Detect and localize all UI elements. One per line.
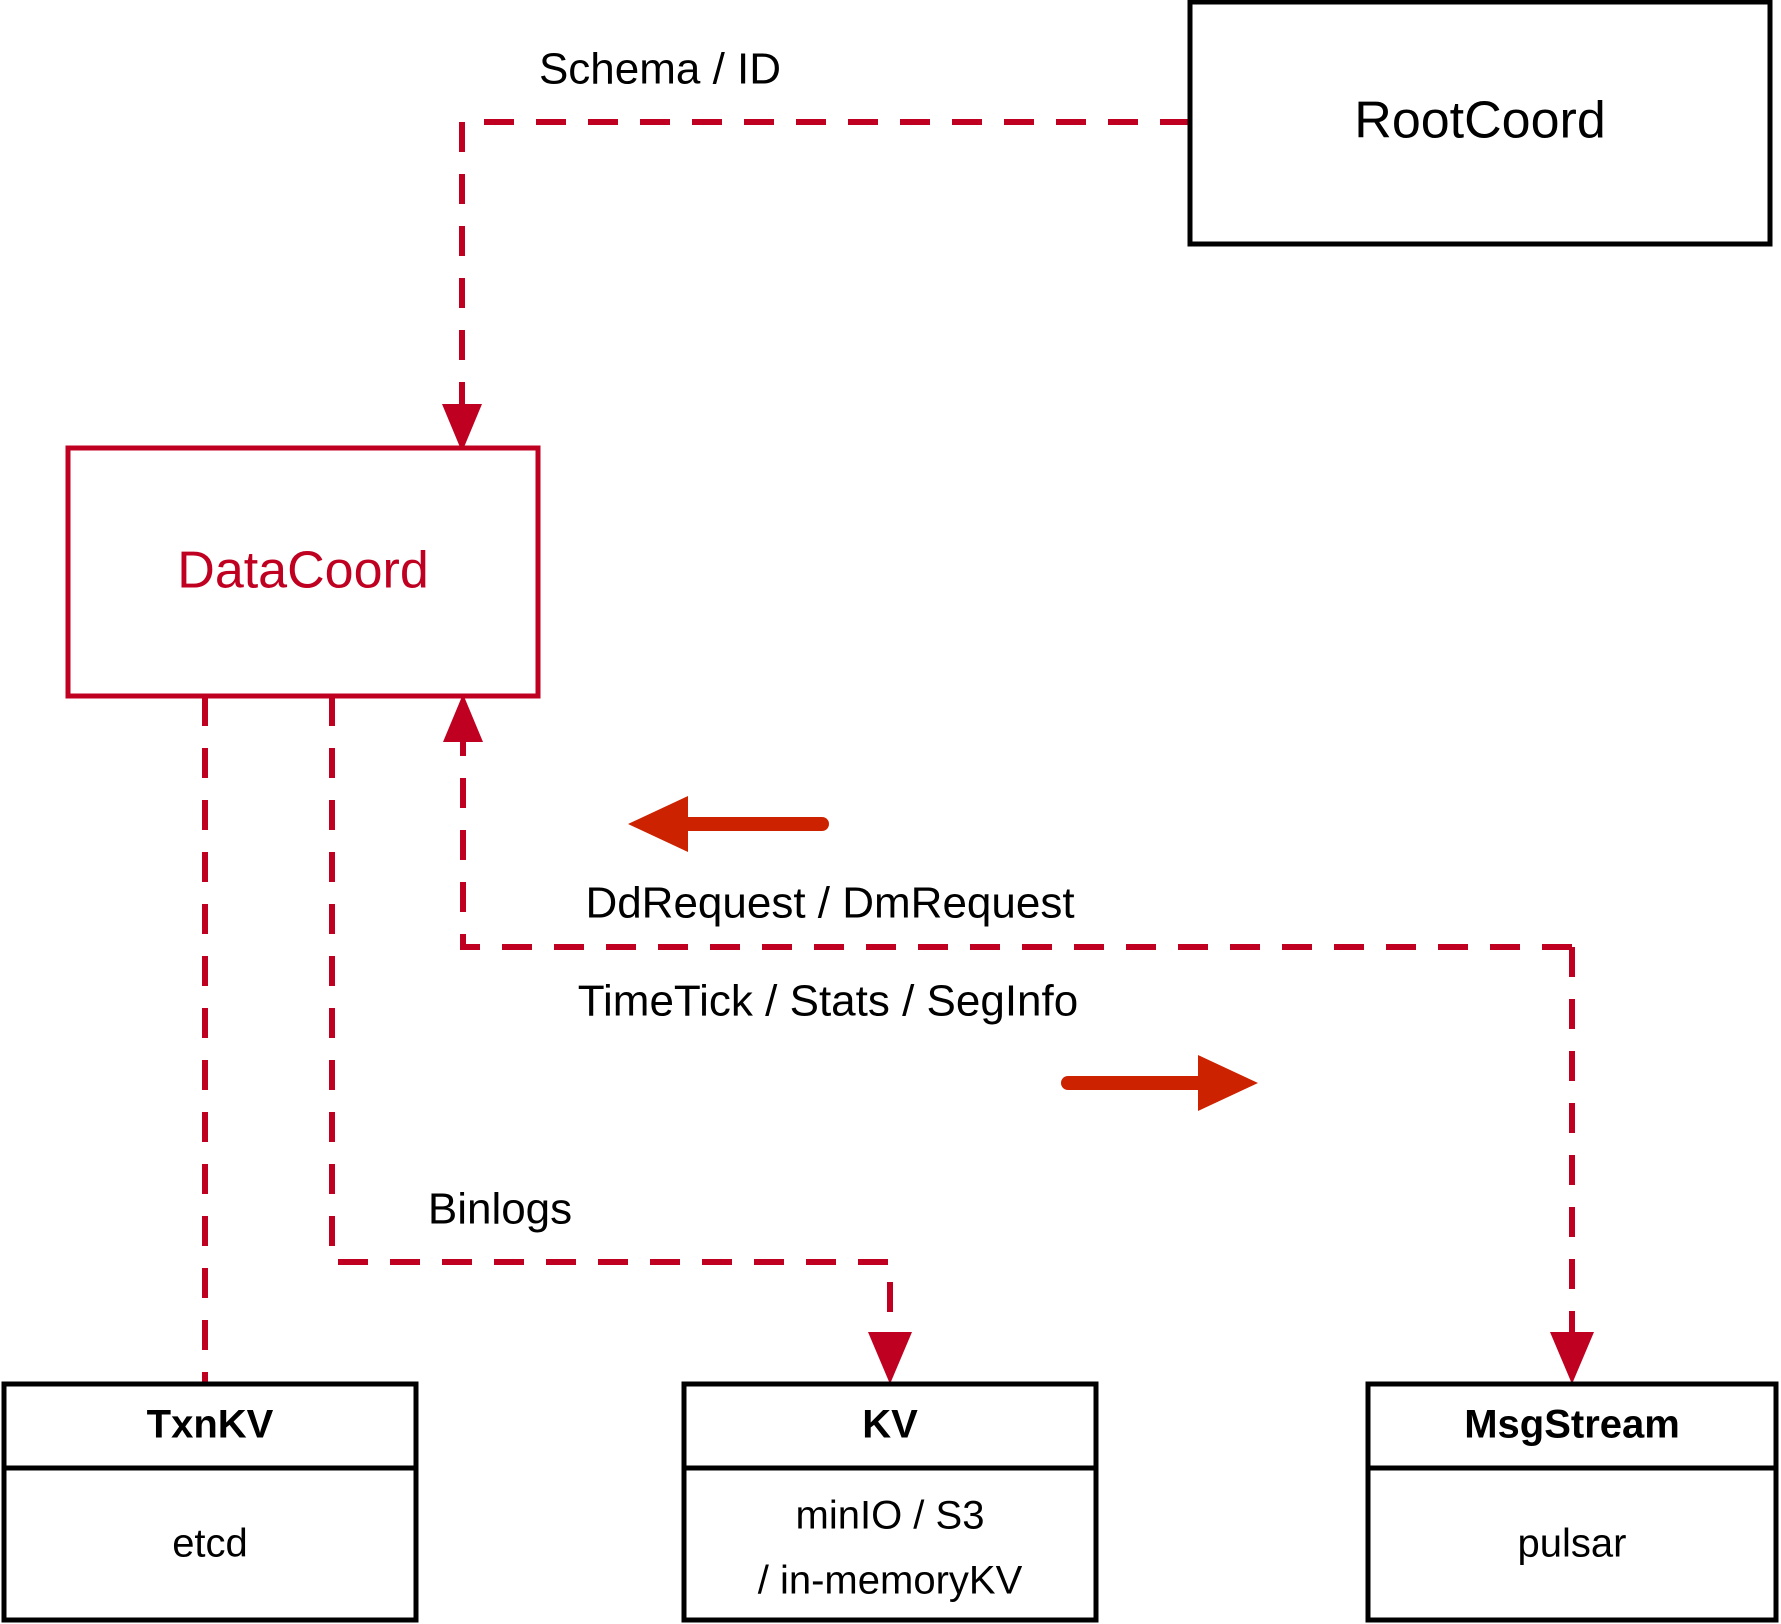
outbound-flow-arrow [1061,1055,1258,1111]
node-rootcoord-label: RootCoord [1354,92,1605,150]
edge-schema-id-arrowhead [442,404,482,452]
edge-binlogs-arrowhead [868,1332,912,1384]
node-txnkv-header: TxnKV [147,1403,274,1447]
edge-binlogs-path [329,696,893,1362]
inbound-flow-arrow-head [628,796,688,852]
node-msgstream-header: MsgStream [1464,1403,1680,1447]
edge-label-schema-id: Schema / ID [539,45,781,94]
edge-timetick-stats-seginfo [1550,947,1594,1384]
node-kv-body-line-1: minIO / S3 [796,1494,985,1538]
inbound-flow-arrow [628,796,829,852]
node-rootcoord[interactable]: RootCoord [1187,0,1773,247]
node-datacoord-rect[interactable] [65,445,541,699]
outbound-flow-arrow-head [1198,1055,1258,1111]
node-kv-header: KV [862,1403,918,1447]
node-txnkv-body-line-1: etcd [172,1522,248,1566]
node-rootcoord-rect[interactable] [1187,0,1773,247]
node-kv-body-line-2: / in-memoryKV [758,1559,1023,1603]
node-datacoord-label: DataCoord [177,542,428,600]
node-msgstream-rect[interactable] [1365,1381,1779,1623]
edge-binlogs [329,696,912,1384]
edge-ddrequest-dmrequest [443,694,1572,950]
edge-schema-id [442,119,1190,452]
node-txnkv-rect[interactable] [1,1381,419,1623]
edge-label-timetick-stats-seginfo: TimeTick / Stats / SegInfo [578,977,1078,1026]
edge-timetick-stats-seginfo-arrowhead [1550,1332,1594,1384]
node-txnkv[interactable]: TxnKV etcd [1,1381,419,1623]
node-msgstream[interactable]: MsgStream pulsar [1365,1381,1779,1623]
edge-label-binlogs: Binlogs [428,1185,572,1234]
edge-schema-id-path [459,119,1190,430]
node-kv[interactable]: KV minIO / S3 / in-memoryKV [681,1381,1099,1623]
node-kv-rect[interactable] [681,1381,1099,1623]
edge-ddrequest-dmrequest-arrowhead [443,694,483,742]
edge-label-ddrequest-dmrequest: DdRequest / DmRequest [585,879,1074,928]
node-datacoord[interactable]: DataCoord [65,445,541,699]
node-msgstream-body-line-1: pulsar [1518,1522,1627,1566]
edge-ddrequest-dmrequest-path [460,716,1572,950]
